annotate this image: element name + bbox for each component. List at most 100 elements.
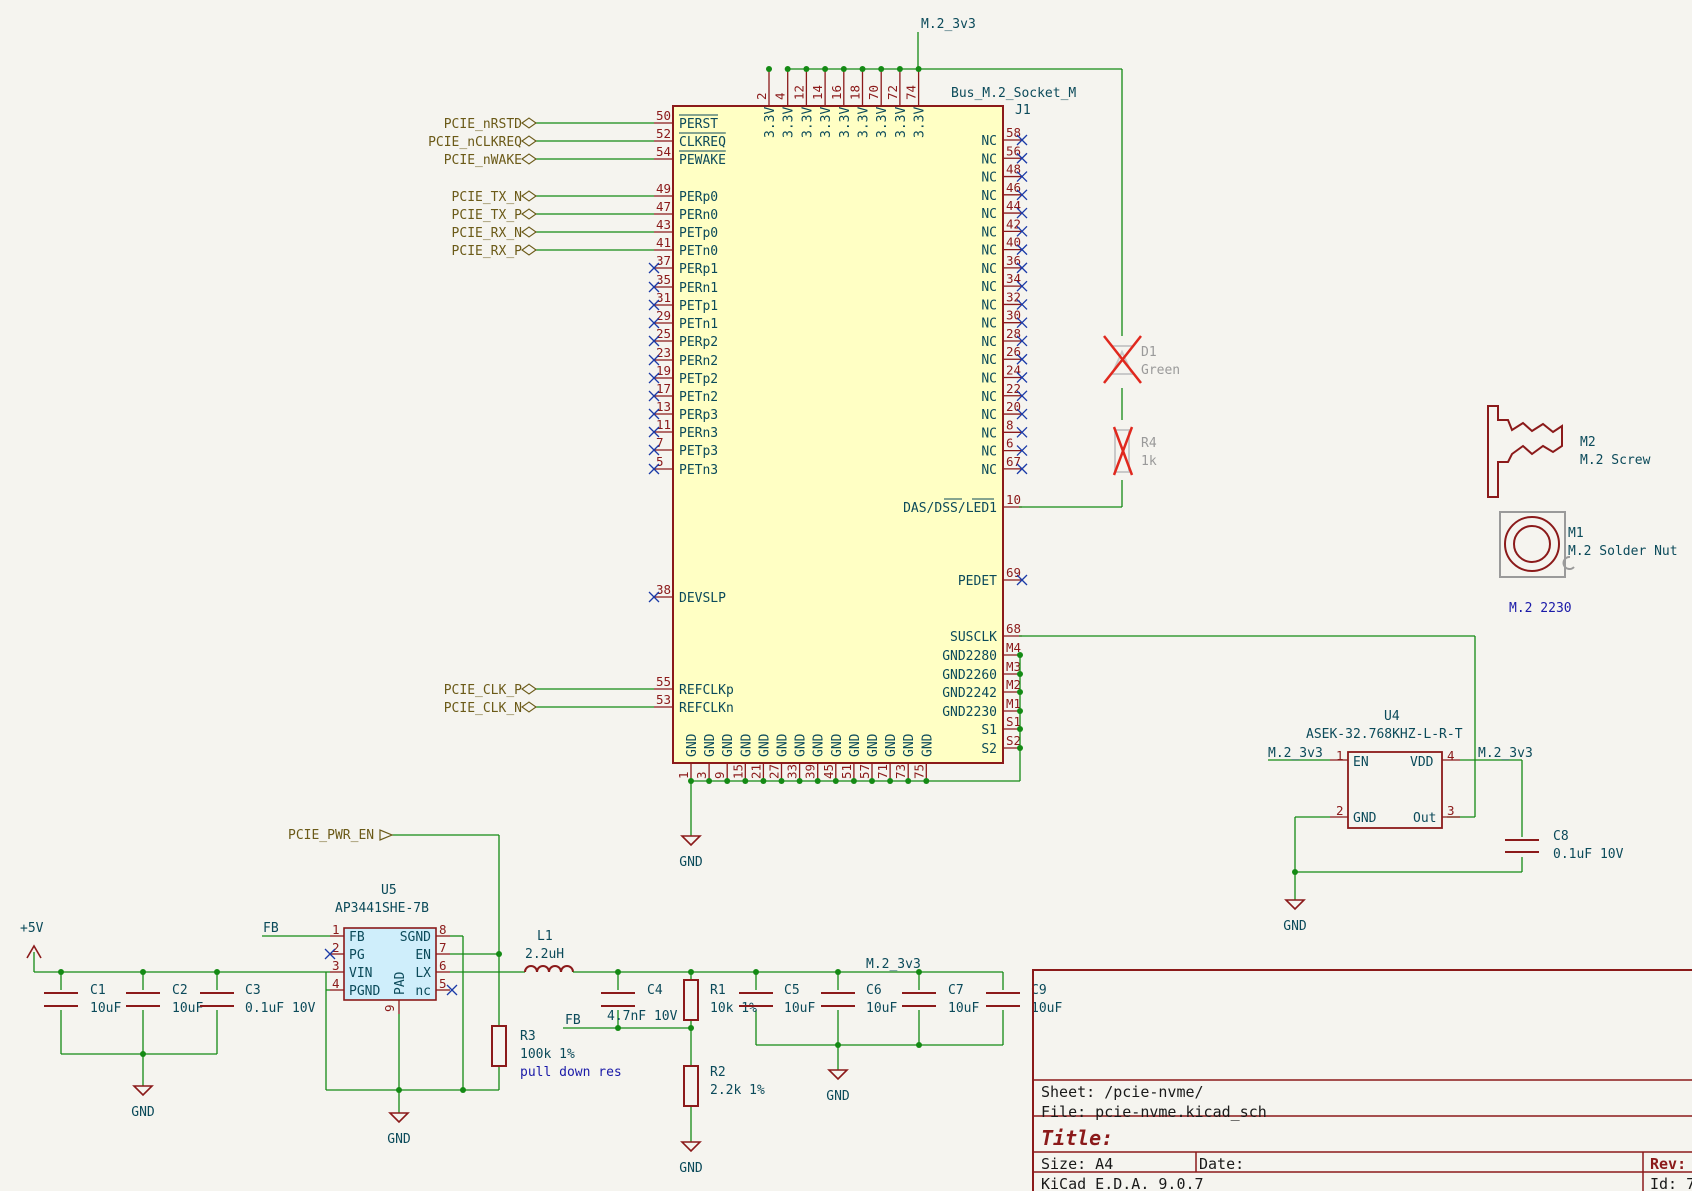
c9-reference: C9 — [1031, 983, 1047, 998]
j1-pin-number: 4 — [773, 92, 788, 100]
resistor-r1[interactable]: R1 10k 1% — [683, 979, 757, 1021]
net-label-flag — [521, 244, 537, 256]
j1-pin-label: S2 — [981, 742, 997, 757]
j1-pin-label: 3.3V — [782, 107, 797, 138]
u4-reference: U4 — [1384, 709, 1400, 724]
u5-pin-label: SGND — [400, 930, 431, 945]
j1-pin-label: NC — [981, 152, 997, 167]
m1-value: M.2 Solder Nut — [1568, 544, 1678, 559]
j1-pin-number: 9 — [712, 771, 727, 779]
u4-value: ASEK-32.768KHZ-L-R-T — [1306, 727, 1463, 742]
j1-pin-label: GND — [739, 733, 754, 757]
gnd-label: GND — [679, 1161, 703, 1176]
no-connect-icon — [1016, 317, 1028, 329]
j1-pin-number: M2 — [1006, 677, 1021, 692]
j1-pin-number: 31 — [656, 290, 671, 305]
j1-pin-label: GND — [721, 733, 736, 757]
resistor-r2[interactable]: R2 2.2k 1% — [683, 1065, 765, 1107]
j1-pin-number: 69 — [1006, 565, 1021, 580]
inductor-l1[interactable]: L1 2.2uH — [524, 929, 574, 973]
capacitor-c6[interactable]: C6 10uF — [821, 983, 897, 1016]
c4-reference: C4 — [647, 983, 663, 998]
capacitor-c1[interactable]: C1 10uF — [44, 983, 121, 1016]
j1-pin-label: NC — [981, 207, 997, 222]
tb-kicad: KiCad E.D.A. 9.0.7 — [1041, 1175, 1204, 1191]
u4-wiring: M.2_3v3 M.2_3v3 — [1268, 746, 1533, 898]
u5-pin-number: 7 — [439, 940, 447, 955]
j1-pin-number: 44 — [1006, 198, 1021, 213]
u5-reference: U5 — [381, 883, 397, 898]
j1-pin-number: 7 — [656, 435, 664, 450]
j1-pin-number: 20 — [1006, 399, 1021, 414]
r1-reference: R1 — [710, 983, 726, 998]
svg-text:3: 3 — [1447, 803, 1455, 818]
u4-body — [1347, 751, 1443, 829]
tb-size: Size: A4 — [1041, 1155, 1113, 1173]
no-connect-icon — [1016, 335, 1028, 347]
j1-pin-label: PEDET — [958, 574, 997, 589]
resistor-r3[interactable]: R3 100k 1% pull down res — [491, 1025, 622, 1080]
net-label-m2-3v3-top: M.2_3v3 — [921, 17, 976, 32]
tb-rev: Rev: — [1650, 1155, 1686, 1173]
gnd-symbol: GND — [826, 1068, 850, 1104]
no-connect-icon — [1016, 353, 1028, 365]
capacitor-c3[interactable]: C3 0.1uF 10V — [200, 983, 316, 1016]
j1-pin-label: 3.3V — [838, 107, 853, 138]
capacitor-c8[interactable]: C8 0.1uF 10V — [1505, 829, 1624, 862]
capacitor-c7[interactable]: C7 10uF — [902, 983, 979, 1016]
resistor-r4[interactable]: R4 1k — [1112, 426, 1157, 476]
j1-pin-number: 3 — [694, 771, 709, 779]
j1-pin-number: 75 — [911, 764, 926, 779]
svg-text:EN: EN — [1353, 755, 1369, 770]
no-connect-icon — [1016, 372, 1028, 383]
led-d1[interactable]: D1 Green — [1103, 335, 1180, 384]
net-label-pcie_rx_p: PCIE_RX_P — [452, 244, 523, 259]
u5-pin-number: 4 — [332, 976, 340, 991]
j1-pin-number: 18 — [848, 85, 863, 100]
no-connect-icon — [648, 335, 660, 347]
gnd-icon — [680, 1141, 702, 1153]
oscillator-u4[interactable]: 1 2 3 4 EN GND VDD Out U4 ASEK-32.768KHZ… — [1306, 709, 1463, 829]
j1-pin-label: NC — [981, 244, 997, 259]
m2-screw[interactable]: M2 M.2 Screw — [1487, 405, 1651, 498]
no-connect-icon — [648, 317, 660, 329]
j1-pin-number: 73 — [893, 764, 908, 779]
j1-pin-label: GND — [812, 733, 827, 757]
j1-pin-label: 3.3V — [894, 107, 909, 138]
capacitor-c2[interactable]: C2 10uF — [126, 983, 203, 1016]
no-connect-icon — [446, 984, 458, 996]
j1-reference: J1 — [1015, 103, 1031, 118]
c7-reference: C7 — [948, 983, 964, 998]
junction — [766, 66, 772, 72]
no-connect-icon — [324, 948, 336, 960]
u5-pin-label: VIN — [349, 966, 372, 981]
j1-pin-number: 17 — [656, 381, 671, 396]
net-label-m2-3v3-u4-vdd: M.2_3v3 — [1478, 746, 1533, 761]
j1-pin-number: 33 — [785, 764, 800, 779]
capacitor-c4[interactable]: C4 4.7nF 10V — [601, 983, 678, 1024]
no-connect-icon — [648, 591, 660, 603]
gnd-icon — [388, 1112, 410, 1124]
m2-socket-j1[interactable]: 23.3V43.3V123.3V143.3V163.3V183.3V703.3V… — [428, 66, 1076, 784]
capacitor-c5[interactable]: C5 10uF — [739, 983, 815, 1016]
j1-pin-number: 38 — [656, 582, 671, 597]
l1-value: 2.2uH — [525, 947, 564, 962]
u5-pin-label: PAD — [393, 971, 408, 995]
j1-pin-label: NC — [981, 280, 997, 295]
j1-pin-label: PERp2 — [679, 335, 718, 350]
c3-reference: C3 — [245, 983, 261, 998]
m1-solder-nut[interactable]: M1 M.2 Solder Nut M.2 2230 — [1499, 511, 1678, 616]
j1-pin-number: 72 — [885, 85, 900, 100]
capacitor-c9[interactable]: C9 10uF — [986, 983, 1062, 1016]
j1-pin-label: GND — [685, 733, 700, 757]
j1-pin-number: 22 — [1006, 381, 1021, 396]
j1-pin-number: 49 — [656, 181, 671, 196]
j1-pin-label: PETp3 — [679, 444, 718, 459]
net-label-fb-divider: FB — [565, 1013, 581, 1028]
u5-body — [343, 927, 437, 1001]
tb-date: Date: — [1199, 1155, 1244, 1173]
j1-pin-label: 3.3V — [800, 107, 815, 138]
net-label-pcie_clk_n: PCIE_CLK_N — [444, 701, 522, 716]
